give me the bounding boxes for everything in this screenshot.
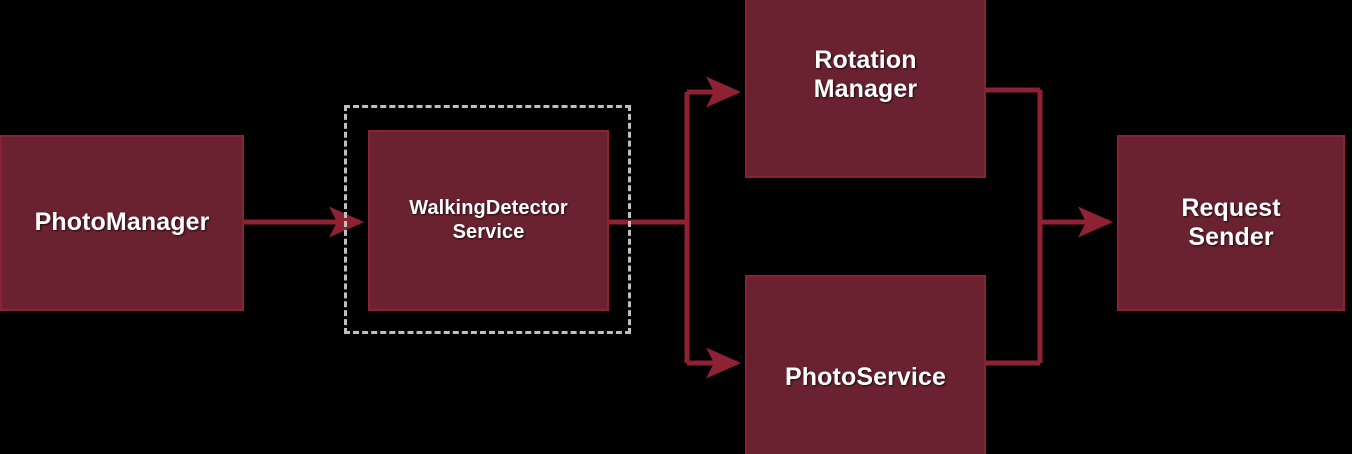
node-request-sender-label: Request Sender [1181, 193, 1281, 252]
node-rotation-manager-label: Rotation Manager [813, 45, 918, 104]
node-photo-manager[interactable]: PhotoManager [0, 135, 244, 311]
node-photo-manager-label: PhotoManager [34, 208, 210, 237]
node-walking-detector-service[interactable]: WalkingDetector Service [368, 130, 609, 311]
node-rotation-manager[interactable]: Rotation Manager [745, 0, 986, 178]
node-photo-service-label: PhotoService [785, 363, 946, 392]
node-photo-service[interactable]: PhotoService [745, 275, 986, 454]
node-request-sender[interactable]: Request Sender [1117, 135, 1345, 311]
node-walking-detector-service-label: WalkingDetector Service [409, 196, 568, 243]
